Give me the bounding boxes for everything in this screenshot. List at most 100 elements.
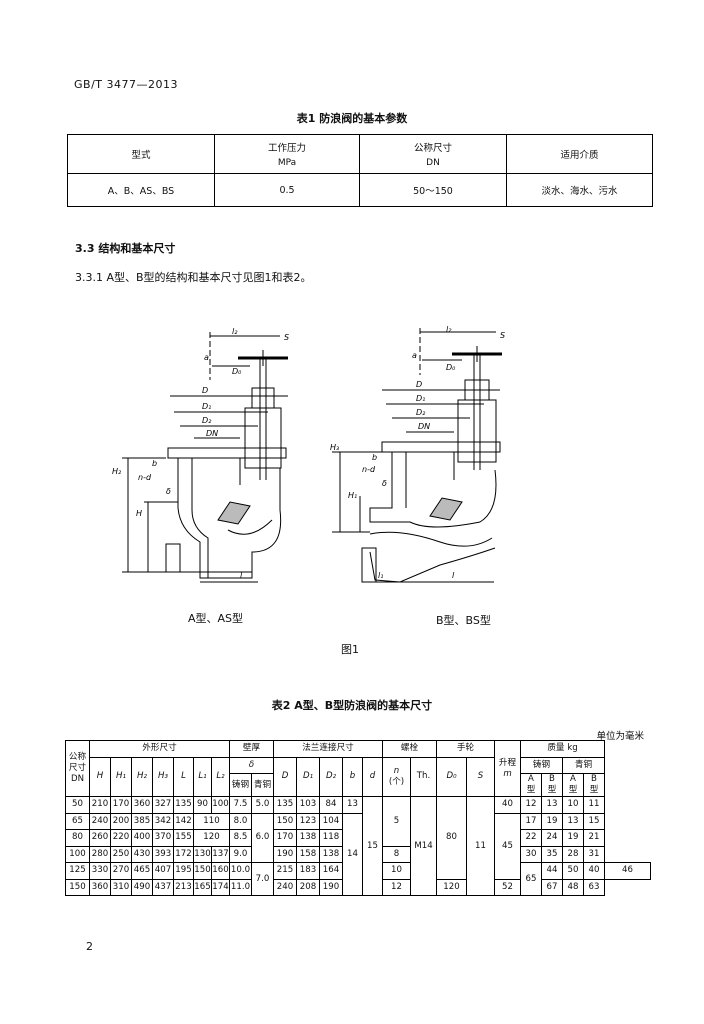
t2-h-fb: b	[342, 756, 363, 797]
label-D-a: D	[202, 386, 208, 395]
t2-cell: 44	[541, 862, 563, 880]
t2-h-wall-steel: 铸钢	[229, 773, 252, 797]
label-l2-b: l₂	[446, 325, 452, 334]
t2-h-H3: H₃	[152, 756, 174, 797]
label-DN-b: DN	[418, 422, 430, 431]
t2-cell: 28	[562, 845, 584, 863]
t2-cell: 103	[296, 796, 320, 814]
table-row: 65 240 200 385 342 142 110 8.0 6.0 150 1…	[65, 812, 651, 896]
t2-cell: 35	[541, 845, 563, 863]
t2-cell: 330	[89, 862, 111, 880]
t2-cell: 195	[173, 862, 194, 880]
label-delta-a: δ	[166, 487, 171, 496]
t2-cell: 385	[131, 812, 153, 830]
t2-cell: 84	[319, 796, 343, 814]
t2-cell: 13	[562, 812, 584, 830]
t2-cell: 130	[193, 845, 212, 863]
t2-h-n: n(个)	[382, 756, 411, 797]
t2-cell: 100	[65, 845, 90, 863]
t2-cell: 19	[562, 829, 584, 847]
t2-cell: 11	[466, 796, 495, 896]
label-H1-b: H₁	[348, 491, 357, 500]
t1-header-medium: 适用介质	[506, 134, 653, 174]
t2-cell: 19	[541, 812, 563, 830]
label-DN-a: DN	[206, 429, 218, 438]
t2-cell: 250	[110, 845, 132, 863]
t2-cell: 50	[65, 796, 90, 814]
t2-h-w-bronze: 青铜	[562, 756, 605, 774]
t2-h-fd: d	[362, 756, 383, 797]
label-l1-b: l₁	[378, 571, 383, 580]
t2-cell: 40	[494, 796, 521, 814]
t2-cell: 135	[273, 796, 297, 814]
t2-cell: 12	[520, 796, 542, 814]
t2-cell: 7.5	[229, 796, 252, 814]
t2-h-H1: H₁	[110, 756, 132, 797]
t2-cell: 490	[131, 878, 153, 896]
label-H3-b: H₃	[330, 443, 339, 452]
t2-cell: 172	[173, 845, 194, 863]
t2-cell: 407	[152, 862, 174, 880]
t2-cell: 183	[296, 862, 320, 880]
figure1-caption: 图1	[341, 643, 359, 656]
label-l-b: l	[452, 571, 455, 580]
table-row: 80 260 220 400 370 155 120 8.5 170 138 1…	[65, 829, 651, 847]
t2-cell: 15	[362, 796, 383, 896]
t2-cell: M14	[410, 796, 437, 896]
t2-h-weight: 质量 kg	[520, 740, 605, 758]
section-3-3-heading: 3.3 结构和基本尺寸	[75, 242, 176, 255]
t2-h-L2: L₂	[211, 756, 230, 797]
t2-cell: 104	[319, 812, 343, 830]
table-row: 50 210 170 360 327 135 90 100 7.5 5.0 13…	[65, 796, 651, 896]
label-a-b: a	[412, 351, 417, 360]
t2-cell: 8.5	[229, 829, 252, 847]
t1-cell-medium: 淡水、海水、污水	[506, 173, 653, 207]
t2-cell: 5.0	[251, 796, 274, 814]
t2-cell: 8.0	[229, 812, 252, 830]
t2-cell: 150	[65, 878, 90, 896]
t2-cell: 400	[131, 829, 153, 847]
t2-cell: 327	[152, 796, 174, 814]
t2-cell: 200	[110, 812, 132, 830]
t2-cell: 158	[296, 845, 320, 863]
t2-cell: 125	[65, 862, 90, 880]
t2-cell: 13	[541, 796, 563, 814]
t2-cell: 437	[152, 878, 174, 896]
t2-cell: 190	[273, 845, 297, 863]
label-nd-b: n-d	[362, 465, 376, 474]
t2-h-S: S	[466, 756, 495, 797]
t2-cell: 110	[193, 812, 230, 830]
t2-cell: 9.0	[229, 845, 252, 863]
t2-cell: 67	[541, 878, 563, 896]
t2-cell: 174	[211, 878, 230, 896]
t2-cell: 123	[296, 812, 320, 830]
t2-cell: 10.0	[229, 862, 252, 880]
t2-cell: 120	[436, 878, 467, 896]
t2-cell: 342	[152, 812, 174, 830]
t1-header-type: 型式	[67, 134, 215, 174]
t2-cell: 170	[273, 829, 297, 847]
t2-cell: 48	[562, 878, 584, 896]
t2-cell: 393	[152, 845, 174, 863]
t2-cell: 5	[382, 796, 411, 847]
t2-cell: 170	[110, 796, 132, 814]
t1-cell-type: A、B、AS、BS	[67, 173, 215, 207]
t2-cell: 240	[89, 812, 111, 830]
t2-cell: 138	[319, 845, 343, 863]
t2-cell: 213	[173, 878, 194, 896]
t2-cell: 21	[583, 829, 605, 847]
label-b-a: b	[152, 459, 157, 468]
t2-h-th: Th.	[410, 756, 437, 797]
t2-h-L: L	[173, 756, 194, 797]
label-b-b: b	[372, 453, 377, 462]
t2-cell: 155	[173, 829, 194, 847]
t2-cell: 46	[604, 862, 651, 880]
t2-h-wall: 壁厚	[229, 740, 274, 758]
t2-h-outline: 外形尺寸	[89, 740, 230, 758]
table-row: 100 280 250 430 393 172 130 137 9.0 190 …	[65, 845, 651, 863]
t2-cell: 270	[110, 862, 132, 880]
